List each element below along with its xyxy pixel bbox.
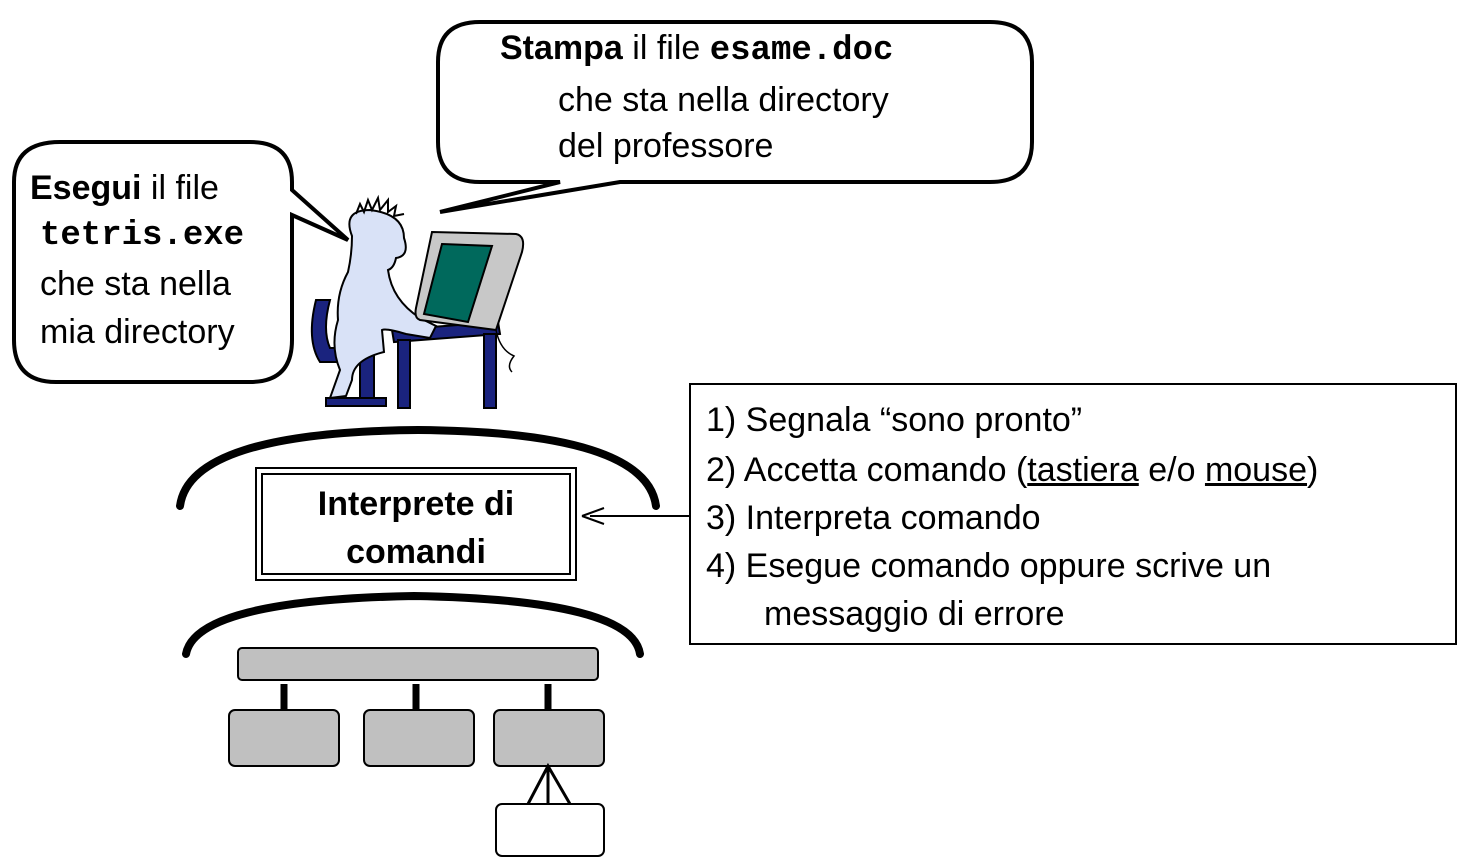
interpreter-label-line1: Interprete di [317,485,515,523]
interpreter-box-inner [261,473,571,575]
bubble-left-verb: Esegui [30,169,142,207]
kernel-arc-lower [182,591,644,658]
tree-fan-lines [526,762,572,805]
person-hair-shape [355,194,405,218]
bubble-left-line1: Esegui il file [30,168,219,208]
step-4-continued: messaggio di errore [764,595,1065,633]
bubble-right-line1: Stampa il file esame.doc [500,28,893,71]
monitor-screen-shape [422,242,494,324]
step-2-mouse: mouse [1204,451,1308,489]
step-4: 4) Esegue comando oppure scrive un [706,547,1272,585]
bubble-right-line2: che sta nella directory [558,81,889,119]
directory-tree [228,647,605,857]
bubble-left-line3: che sta nella [40,265,231,303]
bubble-right-filename: esame.doc [709,32,894,70]
tree-node-2 [363,709,475,767]
bubble-left-filename: tetris.exe [40,217,245,255]
tree-node-1 [228,709,340,767]
interpreter-box-outer [255,467,577,581]
steps-box [689,383,1457,645]
step-2-text: 2) Accetta comando ( [706,451,1028,489]
step-2-and-or: e/o [1138,451,1205,489]
mouse-cable-shape [495,329,516,373]
tree-root-bar [237,647,599,681]
person-at-computer-illustration [310,194,525,409]
speech-bubble-left [12,140,350,384]
bubble-right-verb: Stampa [500,29,623,67]
person-body-shape [328,208,438,400]
step-2: 2) Accetta comando (tastiera e/o mouse) [706,450,1318,490]
step-1: 1) Segnala “sono pronto” [706,401,1083,439]
step-3: 3) Interpreta comando [706,499,1041,537]
bubble-right-line3: del professore [558,127,774,165]
arrowhead [581,507,605,525]
shell-arc-upper [176,425,660,510]
bubble-left-line4: mia directory [40,313,235,351]
tree-node-3 [493,709,605,767]
step-2-close: ) [1307,451,1319,489]
bubble-left-text: il file [141,169,219,207]
tree-leaf-node [495,803,605,857]
speech-bubble-right [436,20,1034,214]
interpreter-label-line2: comandi [346,533,486,571]
bubble-right-text: il file [622,29,710,67]
step-2-keyboard: tastiera [1027,451,1139,489]
